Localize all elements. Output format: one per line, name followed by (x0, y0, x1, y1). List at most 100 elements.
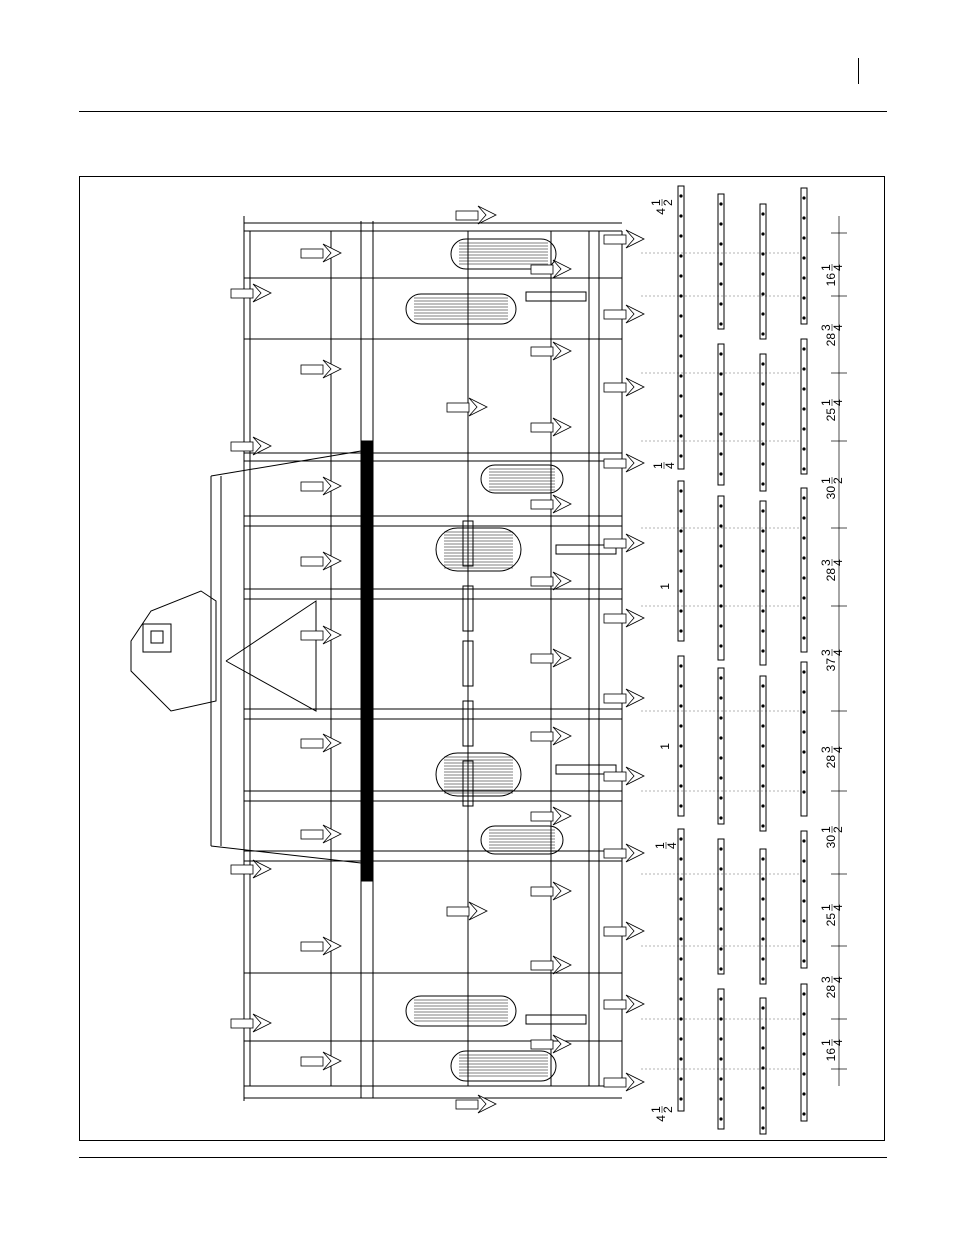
harrow-tine (802, 387, 805, 390)
dim-denominator: 4 (831, 1039, 845, 1046)
harrow-tine (719, 452, 722, 455)
sweep (626, 305, 644, 323)
harrow-tine (761, 724, 764, 727)
harrow-tine (802, 670, 805, 673)
sweep (469, 398, 487, 416)
spacing-dimension: 3012 (819, 826, 845, 848)
sweep (626, 454, 644, 472)
harrow-tine (719, 927, 722, 930)
hitch-box (143, 624, 171, 652)
hitch-box-inner (151, 631, 163, 643)
shank-mount (531, 577, 553, 586)
harrow-section (760, 676, 766, 831)
shank-mount (301, 942, 323, 951)
shank-mount (604, 927, 626, 936)
harrow-tine (719, 696, 722, 699)
harrow-tine (679, 529, 682, 532)
harrow-bar (678, 656, 684, 816)
harrow-bar (718, 194, 724, 329)
harrow-tine (761, 332, 764, 335)
shank-mount (456, 1100, 478, 1109)
harrow-bar (760, 501, 766, 665)
harrow-tine (802, 790, 805, 793)
harrow-tine (679, 664, 682, 667)
footer-rule (79, 1157, 887, 1158)
harrow-tine (761, 549, 764, 552)
harrow-tine (719, 867, 722, 870)
sweep (626, 609, 644, 627)
shank-mount (301, 631, 323, 640)
harrow-tine (679, 354, 682, 357)
harrow-tine (719, 564, 722, 567)
harrow-tine (719, 202, 722, 205)
sweep (323, 1052, 341, 1070)
harrow-section (801, 488, 807, 652)
harrow-tine (802, 1092, 805, 1095)
harrow-tine (802, 1052, 805, 1055)
shank-mount (604, 383, 626, 392)
spacing-dimension: 2834 (819, 746, 845, 768)
shank-mount (604, 235, 626, 244)
shank-mount (456, 211, 478, 220)
sweep (626, 230, 644, 248)
sweep (323, 360, 341, 378)
shank-sweep (604, 1073, 644, 1091)
shank-sweep (447, 398, 487, 416)
shank-sweep (604, 378, 644, 396)
sweep (323, 552, 341, 570)
shank-mount (531, 265, 553, 274)
harrow-tine (719, 1117, 722, 1120)
harrow-tine (761, 292, 764, 295)
sweep (626, 534, 644, 552)
shank-mount (531, 654, 553, 663)
harrow-tine (761, 784, 764, 787)
dim-denominator: 4 (831, 324, 845, 331)
harrow-tine (802, 1112, 805, 1115)
harrow-tine (802, 859, 805, 862)
harrow-tine (761, 382, 764, 385)
harrow-tine (719, 716, 722, 719)
harrow-tine (761, 422, 764, 425)
harrow-tine (802, 730, 805, 733)
shank-sweep (604, 844, 644, 862)
harrow-bar (760, 998, 766, 1134)
harrow-tine (802, 710, 805, 713)
spacing-dimension: 2514 (819, 904, 845, 926)
harrow-section (678, 186, 684, 469)
offset-dimension: 1 (658, 743, 672, 750)
harrow-tine (679, 937, 682, 940)
shank-sweep (604, 767, 644, 785)
gauge-wheel (406, 294, 516, 324)
harrow-tine (679, 724, 682, 727)
harrow-bar (718, 668, 724, 824)
shank-sweep (604, 454, 644, 472)
shank-sweep (447, 902, 487, 920)
dim-whole: 28 (824, 755, 838, 769)
harrow-tine (679, 214, 682, 217)
shank-mount (604, 694, 626, 703)
harrow-tine (679, 957, 682, 960)
dim-denominator: 4 (831, 904, 845, 911)
harrow-tine (679, 837, 682, 840)
harrow-tine (679, 857, 682, 860)
harrow-tine (761, 629, 764, 632)
harrow-bar (678, 186, 684, 469)
shank-sweep (604, 305, 644, 323)
shank-sweep (301, 244, 341, 262)
shank-sweep (301, 937, 341, 955)
harrow-tine (761, 589, 764, 592)
harrow-tine (761, 704, 764, 707)
harrow-tine (802, 347, 805, 350)
harrow-tine (761, 897, 764, 900)
harrow-section (760, 849, 766, 984)
offset-dimension: 14 (653, 842, 679, 849)
shank-mount (301, 830, 323, 839)
shank-sweep (604, 689, 644, 707)
sweep (253, 860, 271, 878)
harrow-tine (719, 322, 722, 325)
spacing-dimension: 3734 (819, 649, 845, 671)
harrow-bar (718, 496, 724, 660)
harrow-tine (719, 776, 722, 779)
